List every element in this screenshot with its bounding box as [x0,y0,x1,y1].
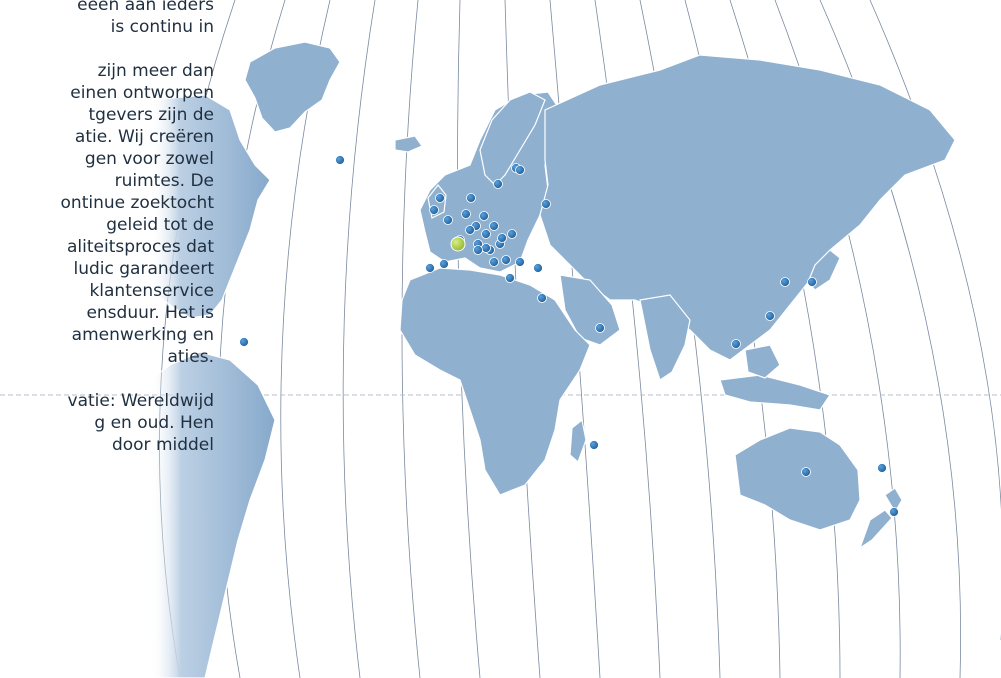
intro-text-line: geleid tot de [106,215,214,235]
intro-text-line [0,38,214,60]
land-indonesia [719,374,831,411]
office-marker[interactable] [481,243,491,253]
office-marker[interactable] [515,257,525,267]
office-marker[interactable] [505,273,515,283]
office-marker[interactable] [239,337,249,347]
intro-text-line: door middel [111,435,214,455]
land-asia [539,54,956,361]
office-marker[interactable] [889,507,899,517]
intro-text-line: ruimtes. De [114,171,214,191]
land-south-america [149,351,276,678]
land-arabia [559,274,621,346]
office-marker[interactable] [731,339,741,349]
office-marker[interactable] [481,229,491,239]
office-marker[interactable] [479,211,489,221]
office-markers [239,155,899,517]
intro-text-line: is continu in [110,17,214,37]
office-marker[interactable] [465,225,475,235]
headquarters-marker[interactable] [450,236,466,252]
office-marker[interactable] [439,259,449,269]
office-marker[interactable] [780,277,790,287]
land-new-zealand [858,487,903,550]
intro-text-line: zijn meer dan [97,61,214,81]
office-marker[interactable] [429,205,439,215]
office-marker[interactable] [589,440,599,450]
intro-text-line [0,368,214,390]
office-marker[interactable] [489,221,499,231]
office-marker[interactable] [807,277,817,287]
intro-text-line: ontinue zoektocht [60,193,214,213]
intro-text-line: klantenservice [89,281,214,301]
office-marker[interactable] [541,199,551,209]
office-marker[interactable] [466,193,476,203]
continents [149,41,956,678]
office-marker[interactable] [877,463,887,473]
office-marker[interactable] [335,155,345,165]
office-marker[interactable] [801,467,811,477]
land-north-america [149,94,271,319]
office-marker[interactable] [595,323,605,333]
office-marker[interactable] [435,193,445,203]
intro-text-line: amenwerking en [71,325,214,345]
office-marker[interactable] [489,257,499,267]
office-marker[interactable] [443,215,453,225]
land-india [639,294,691,381]
land-greenland [244,41,341,133]
office-marker[interactable] [473,245,483,255]
intro-text-line: vatie: Wereldwijd [67,391,214,411]
office-marker[interactable] [537,293,547,303]
land-africa [399,267,591,496]
intro-text-line: tgevers zijn de [88,105,214,125]
intro-text-line: ludic garandeert [73,259,214,279]
intro-text-line: atie. Wij creëren [74,127,214,147]
office-marker[interactable] [507,229,517,239]
office-marker[interactable] [425,263,435,273]
intro-text-line: g en oud. Hen [94,413,214,433]
intro-text-line: einen ontworpen [70,83,214,103]
intro-text-line: gen voor zowel [84,149,214,169]
intro-text-panel: eeen aan ieders is continu in zijn meer da… [0,0,214,456]
land-madagascar [569,418,587,464]
office-marker[interactable] [765,311,775,321]
intro-text-line: ensduur. Het is [86,303,214,323]
office-marker[interactable] [497,233,507,243]
intro-text-line: eeen aan ieders [77,0,214,15]
office-marker[interactable] [501,255,511,265]
intro-text-line: aliteitsproces dat [67,237,214,257]
land-australia [734,427,861,531]
land-europe [419,91,561,273]
intro-text-line: aties. [167,347,214,367]
office-marker[interactable] [493,179,503,189]
land-borneo [744,344,781,379]
office-marker[interactable] [461,209,471,219]
office-marker[interactable] [515,165,525,175]
office-marker[interactable] [533,263,543,273]
land-scandinavia [479,91,546,186]
land-iceland [394,135,423,153]
